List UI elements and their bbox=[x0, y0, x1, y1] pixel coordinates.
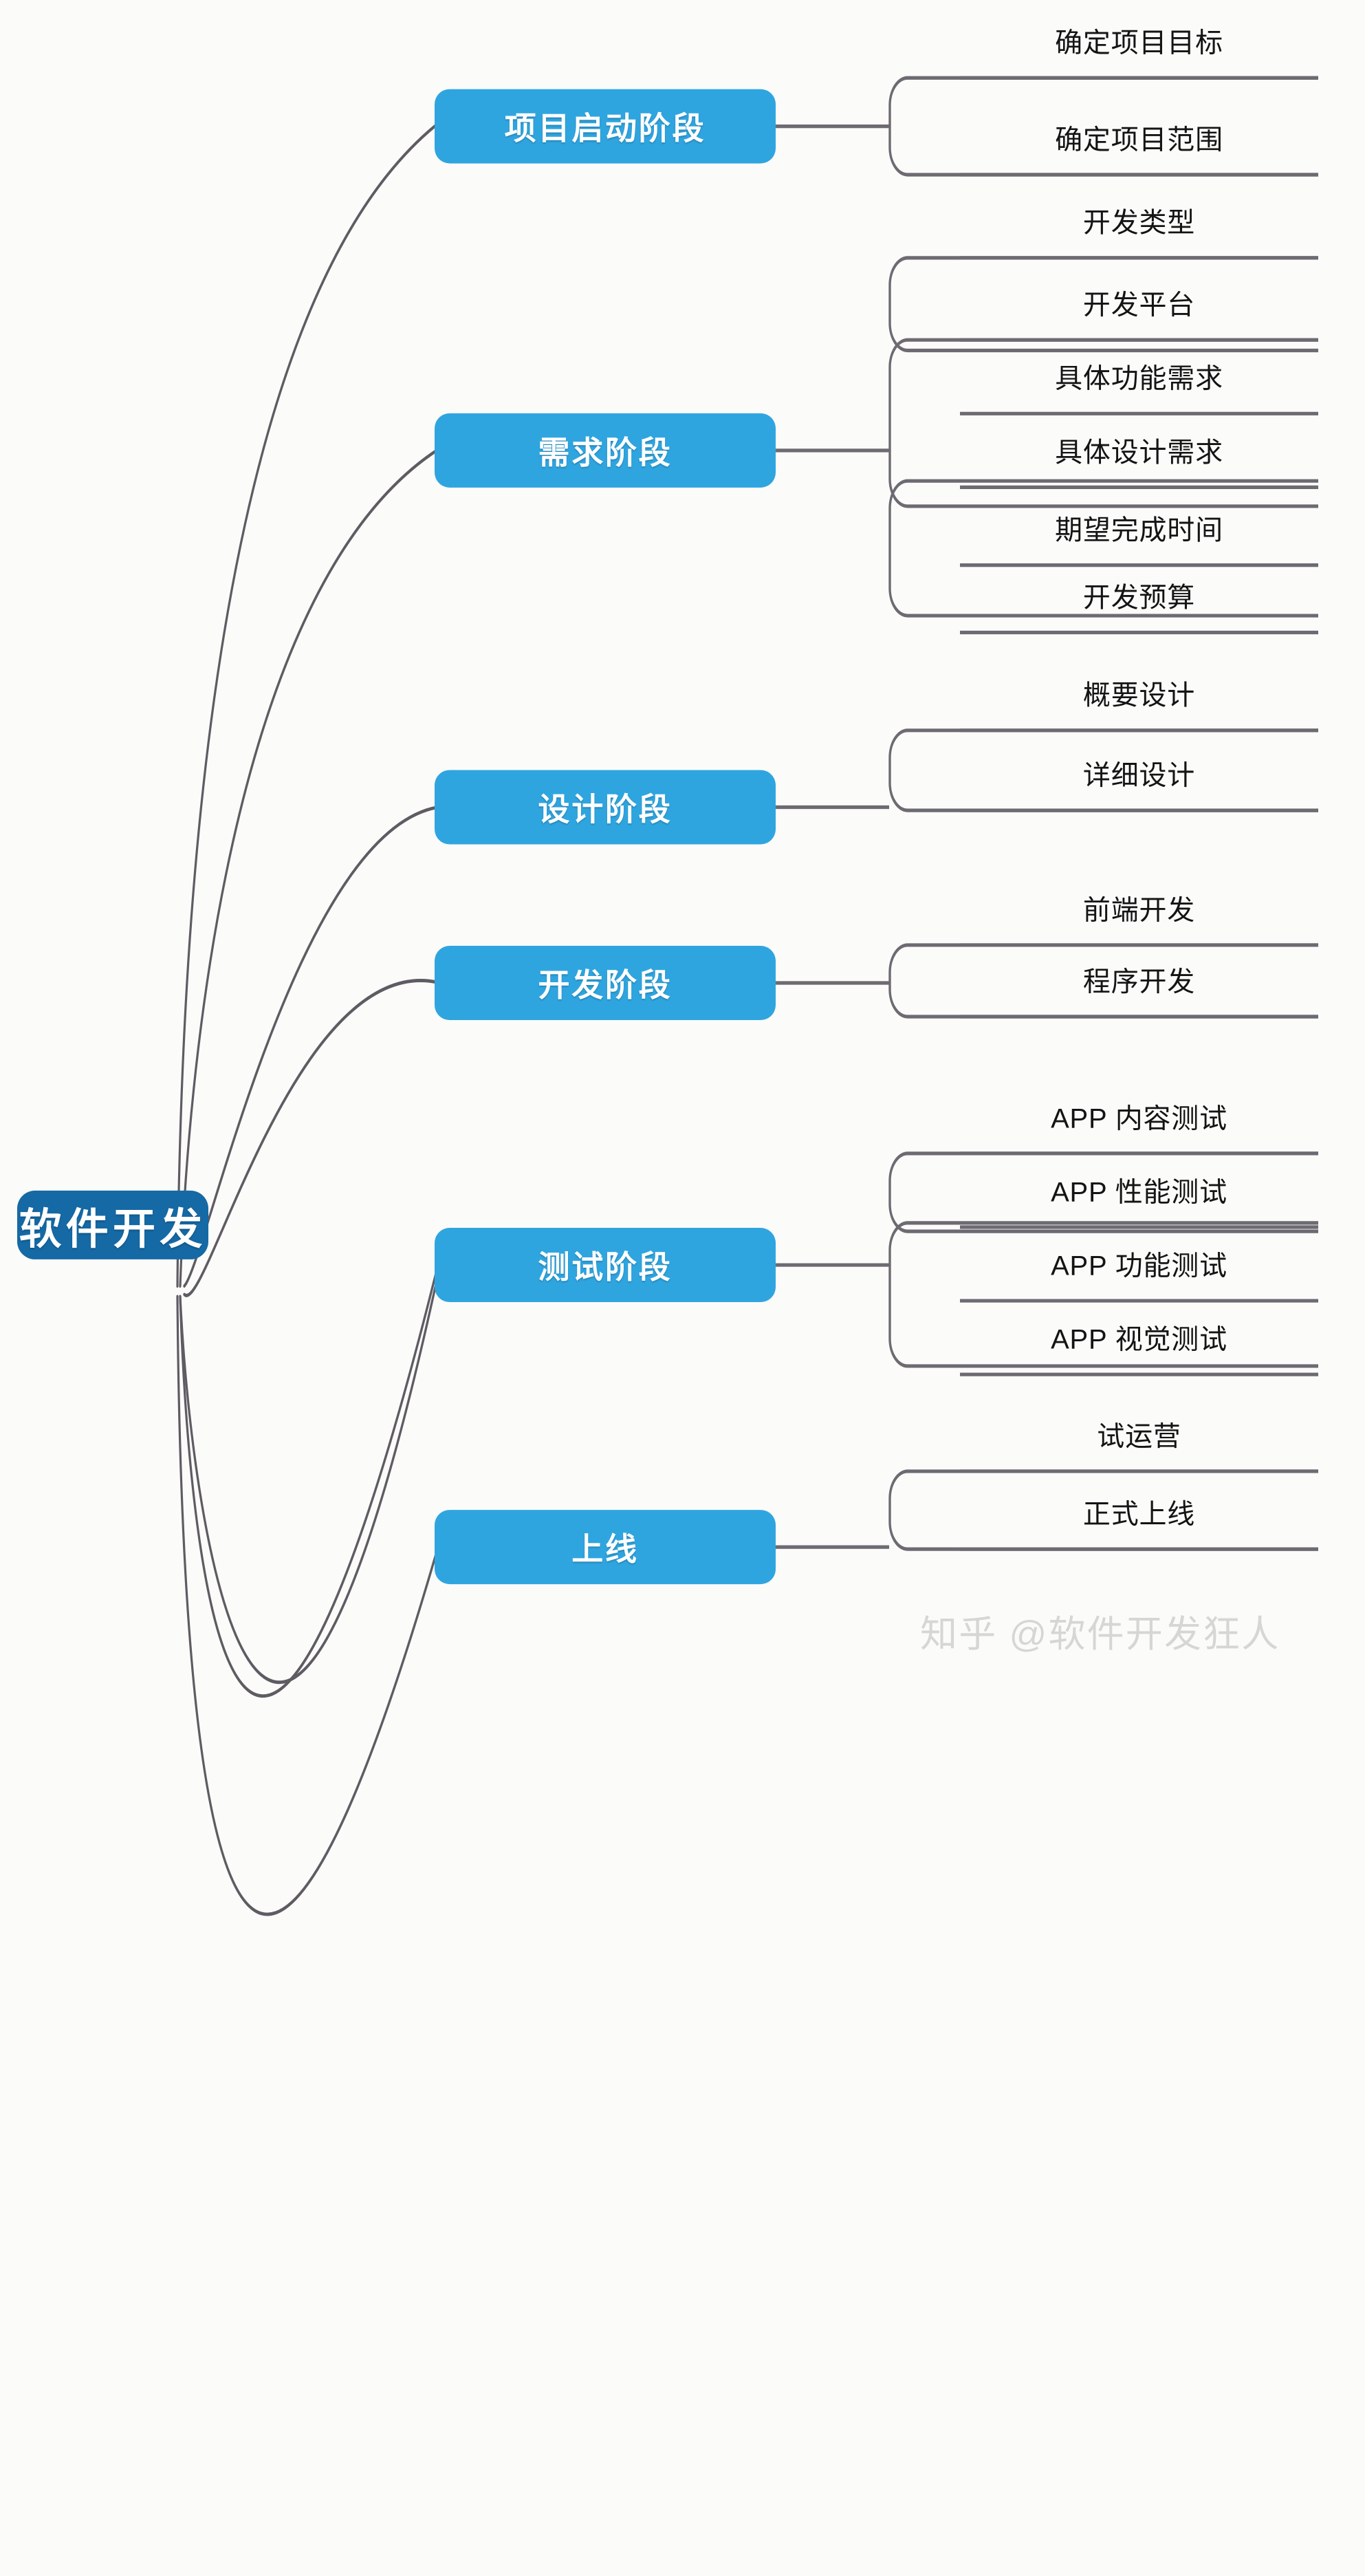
leaf-node[interactable]: 试运营 bbox=[1097, 1421, 1181, 1452]
leaf-node[interactable]: 确定项目目标 bbox=[1055, 28, 1223, 58]
leaf-node[interactable]: 开发平台 bbox=[1082, 290, 1196, 321]
mindmap-canvas: 软件开发 项目启动阶段 需求阶段 设计阶段 开发阶段 测试阶段 上线 确定项目目… bbox=[17, 28, 1318, 1916]
leaf-node[interactable]: 开发预算 bbox=[1082, 582, 1196, 613]
branch-node-launch[interactable]: 上线 bbox=[435, 1510, 776, 1585]
branch-node-project-start[interactable]: 项目启动阶段 bbox=[435, 89, 776, 164]
root-edge-5b bbox=[179, 1263, 441, 1684]
root-edge-2 bbox=[179, 448, 438, 1288]
branch-node-design[interactable]: 设计阶段 bbox=[435, 770, 776, 845]
branch-node-testing[interactable]: 测试阶段 bbox=[435, 1228, 776, 1303]
leaf-node[interactable]: APP 内容测试 bbox=[1051, 1103, 1227, 1134]
root-node[interactable]: 软件开发 bbox=[17, 1190, 208, 1259]
root-edge-1 bbox=[176, 125, 436, 1288]
branch-node-development[interactable]: 开发阶段 bbox=[435, 946, 776, 1021]
leaf-node[interactable]: APP 功能测试 bbox=[1051, 1251, 1227, 1281]
leaf-node[interactable]: 程序开发 bbox=[1082, 966, 1196, 997]
leaf-node[interactable]: 前端开发 bbox=[1082, 895, 1196, 926]
leaf-node[interactable]: APP 视觉测试 bbox=[1051, 1324, 1227, 1355]
root-edge-3 bbox=[183, 805, 439, 1288]
root-edge-6 bbox=[176, 1295, 439, 1916]
root-edge-4 bbox=[183, 979, 441, 1297]
leaf-node[interactable]: 期望完成时间 bbox=[1055, 515, 1223, 545]
root-edge-5 bbox=[179, 1263, 439, 1698]
leaf-node[interactable]: 具体功能需求 bbox=[1055, 363, 1223, 394]
leaf-node[interactable]: 确定项目范围 bbox=[1055, 125, 1223, 155]
watermark-label: 知乎 @软件开发狂人 bbox=[920, 1614, 1280, 1656]
leaf-node[interactable]: 开发类型 bbox=[1082, 208, 1196, 239]
branch-node-requirements[interactable]: 需求阶段 bbox=[435, 413, 776, 488]
leaf-node[interactable]: APP 性能测试 bbox=[1051, 1177, 1227, 1208]
leaf-node[interactable]: 概要设计 bbox=[1082, 680, 1196, 711]
leaf-node[interactable]: 详细设计 bbox=[1082, 760, 1196, 791]
leaf-node[interactable]: 正式上线 bbox=[1082, 1499, 1196, 1530]
leaf-node[interactable]: 具体设计需求 bbox=[1055, 437, 1223, 468]
